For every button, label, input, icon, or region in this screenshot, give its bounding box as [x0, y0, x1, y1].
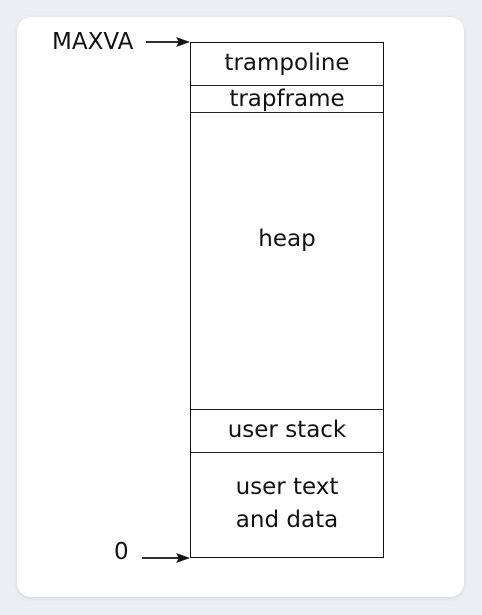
address-space-stack: trampoline trapframe heap user stack use…: [190, 42, 384, 558]
user-stack-region: user stack: [191, 410, 383, 453]
trampoline-region: trampoline: [191, 43, 383, 86]
user-text-data-region: user text and data: [235, 474, 339, 534]
zero-arrow-icon: [142, 553, 190, 563]
maxva-label: MAXVA: [52, 29, 134, 55]
maxva-arrow-icon: [146, 37, 190, 47]
trapframe-region: trapframe: [191, 86, 383, 113]
heap-region: heap: [191, 113, 383, 410]
zero-address-label: 0: [114, 539, 129, 565]
